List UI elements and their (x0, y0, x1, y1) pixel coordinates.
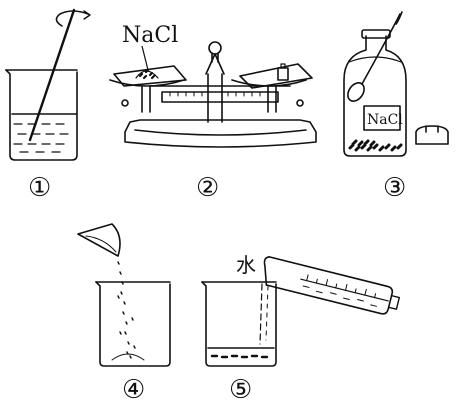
label-nacl-bottle: NaCl (367, 112, 403, 128)
bottle-stopper (415, 125, 449, 145)
beaker-5 (201, 281, 277, 367)
reagent-bottle (343, 35, 407, 157)
step-number-5: ⑤ (229, 375, 252, 405)
stir-arrow (55, 10, 89, 27)
step-number-3: ③ (383, 173, 406, 203)
pour-water-illustration (201, 256, 401, 367)
step-number-1: ① (28, 173, 51, 203)
label-nacl-balance: NaCl (122, 23, 178, 48)
beaker-stirring-illustration (5, 8, 91, 161)
label-water: 水 (236, 253, 256, 277)
medicine-spoon (361, 13, 401, 85)
balance-base (124, 119, 317, 148)
step-number-4: ④ (122, 375, 145, 405)
right-pan (231, 79, 307, 87)
pour-salt-illustration (77, 223, 171, 367)
step-number-2: ② (196, 173, 219, 203)
paper-scoop (77, 223, 121, 257)
bottle-label (363, 105, 401, 131)
left-pan (109, 79, 185, 87)
reagent-bottle-illustration (343, 11, 449, 157)
beaker-4 (95, 281, 171, 367)
balance-illustration (109, 41, 317, 148)
balance-beam (161, 91, 279, 103)
weight (277, 67, 289, 81)
graduated-cylinder (263, 256, 401, 315)
beaker-1 (5, 69, 78, 161)
glass-rod (28, 8, 76, 142)
